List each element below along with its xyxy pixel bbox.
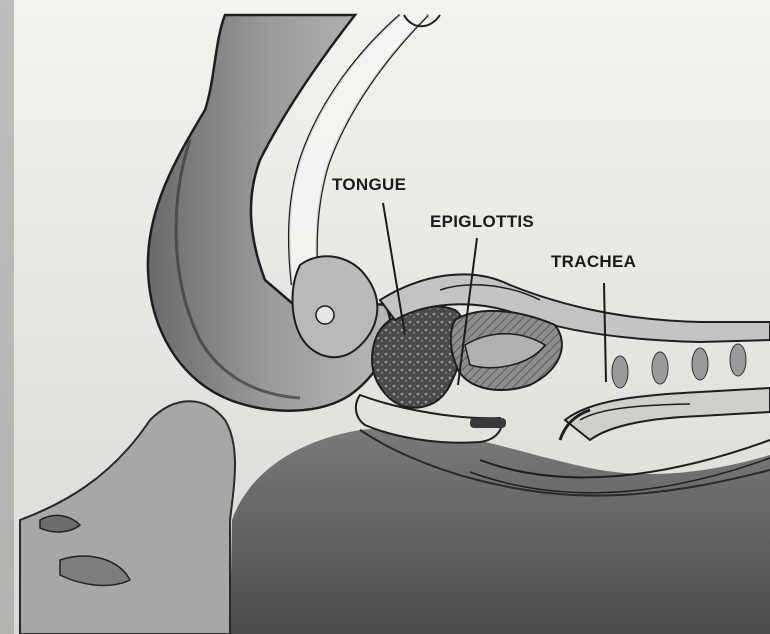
blade-light (316, 306, 334, 324)
hyoid-bone (470, 418, 506, 428)
tongue-label: TONGUE (332, 175, 406, 195)
trachea-label: TRACHEA (551, 252, 636, 272)
epiglottis-label: EPIGLOTTIS (430, 212, 534, 232)
page-edge (0, 0, 14, 634)
